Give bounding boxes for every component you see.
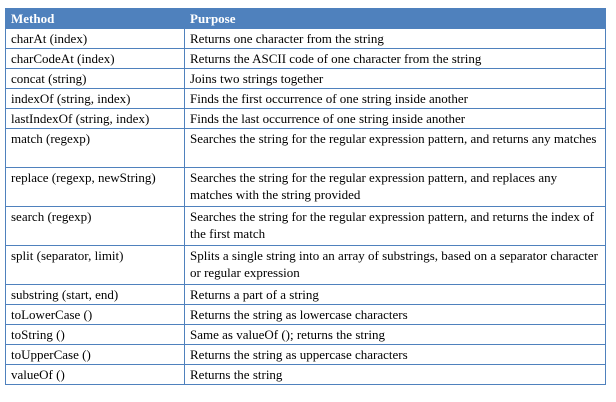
- string-methods-table: Method Purpose charAt (index) Returns on…: [5, 8, 606, 385]
- method-cell: substring (start, end): [5, 284, 185, 305]
- purpose-cell: Returns a part of a string: [184, 284, 606, 305]
- purpose-cell: Returns the string as lowercase characte…: [184, 304, 606, 325]
- method-cell: split (separator, limit): [5, 245, 185, 285]
- purpose-cell: Returns the ASCII code of one character …: [184, 48, 606, 69]
- table-row: split (separator, limit) Splits a single…: [5, 245, 606, 285]
- table-row: charCodeAt (index) Returns the ASCII cod…: [5, 48, 606, 69]
- purpose-cell: Searches the string for the regular expr…: [184, 128, 606, 168]
- table-row: search (regexp) Searches the string for …: [5, 206, 606, 246]
- purpose-cell: Returns the string as uppercase characte…: [184, 344, 606, 365]
- purpose-cell: Splits a single string into an array of …: [184, 245, 606, 285]
- purpose-cell: Searches the string for the regular expr…: [184, 167, 606, 207]
- method-cell: charAt (index): [5, 28, 185, 49]
- table-row: toString () Same as valueOf (); returns …: [5, 324, 606, 345]
- table-header-row: Method Purpose: [5, 8, 606, 29]
- method-cell: toUpperCase (): [5, 344, 185, 365]
- table-row: replace (regexp, newString) Searches the…: [5, 167, 606, 207]
- table-row: toUpperCase () Returns the string as upp…: [5, 344, 606, 365]
- purpose-cell: Searches the string for the regular expr…: [184, 206, 606, 246]
- string-methods-table-container: Method Purpose charAt (index) Returns on…: [5, 8, 606, 385]
- column-header-purpose: Purpose: [184, 8, 606, 29]
- table-row: charAt (index) Returns one character fro…: [5, 28, 606, 49]
- purpose-cell: Finds the first occurrence of one string…: [184, 88, 606, 109]
- purpose-cell: Returns one character from the string: [184, 28, 606, 49]
- purpose-cell: Same as valueOf (); returns the string: [184, 324, 606, 345]
- method-cell: match (regexp): [5, 128, 185, 168]
- table-row: toLowerCase () Returns the string as low…: [5, 304, 606, 325]
- method-cell: concat (string): [5, 68, 185, 89]
- table-row: substring (start, end) Returns a part of…: [5, 284, 606, 305]
- table-row: indexOf (string, index) Finds the first …: [5, 88, 606, 109]
- method-cell: toLowerCase (): [5, 304, 185, 325]
- method-cell: toString (): [5, 324, 185, 345]
- method-cell: replace (regexp, newString): [5, 167, 185, 207]
- table-row: valueOf () Returns the string: [5, 364, 606, 385]
- method-cell: lastIndexOf (string, index): [5, 108, 185, 129]
- method-cell: valueOf (): [5, 364, 185, 385]
- table-row: match (regexp) Searches the string for t…: [5, 128, 606, 168]
- method-cell: search (regexp): [5, 206, 185, 246]
- purpose-cell: Returns the string: [184, 364, 606, 385]
- purpose-cell: Joins two strings together: [184, 68, 606, 89]
- column-header-method: Method: [5, 8, 185, 29]
- method-cell: charCodeAt (index): [5, 48, 185, 69]
- method-cell: indexOf (string, index): [5, 88, 185, 109]
- purpose-cell: Finds the last occurrence of one string …: [184, 108, 606, 129]
- table-row: lastIndexOf (string, index) Finds the la…: [5, 108, 606, 129]
- table-row: concat (string) Joins two strings togeth…: [5, 68, 606, 89]
